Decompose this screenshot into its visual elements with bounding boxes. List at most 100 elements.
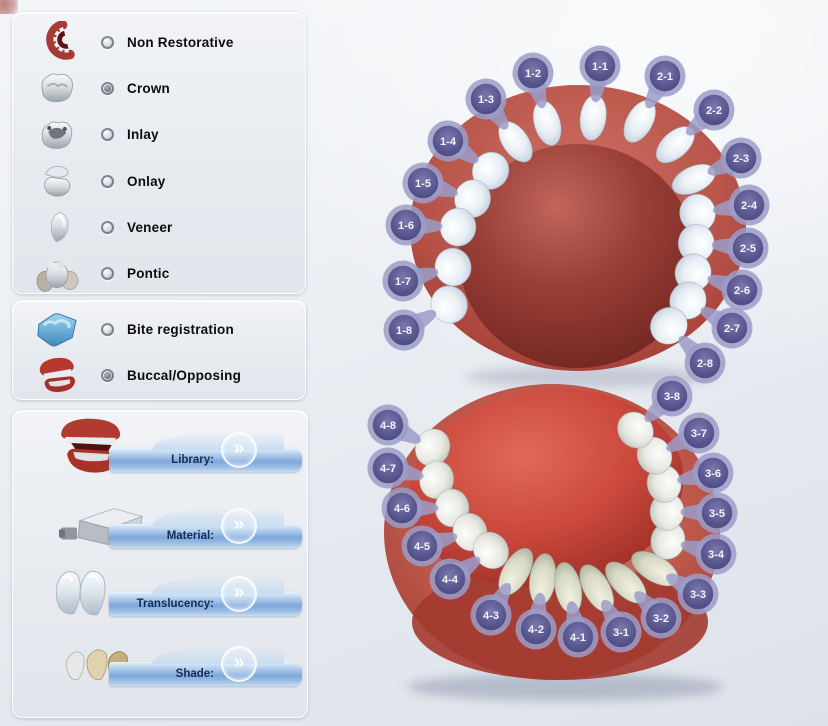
tooth-badge-1-3[interactable]: 1-3 [457,70,523,140]
translucency-expand-icon[interactable]: » [221,576,257,612]
tooth-badge-3-7[interactable]: 3-7 [657,405,726,467]
tooth-badge-4-3[interactable]: 4-3 [463,573,527,643]
pontic-radio[interactable] [101,267,114,281]
tooth-badge-label: 1-6 [398,220,414,232]
tooth-badge-label: 3-2 [653,613,669,625]
material-button[interactable]: Material: [109,508,302,548]
translucency-button[interactable]: Translucency: [109,576,302,616]
option-onlay[interactable]: Onlay [13,158,305,204]
tooth-badge-1-2[interactable]: 1-2 [508,48,563,114]
tooth-badge-2-5[interactable]: 2-5 [710,224,771,270]
veneer-label: Veneer [127,219,173,235]
lower-teeth [414,411,686,615]
tooth-badge-label: 4-6 [394,503,410,515]
lower-jaw-model [384,384,723,701]
veneer-radio[interactable] [101,220,114,234]
option-crown[interactable]: Crown [13,65,305,111]
tooth-badge-label: 4-5 [414,541,430,553]
tooth-badge-2-4[interactable]: 2-4 [710,182,773,231]
tooth-badge-4-1[interactable]: 4-1 [551,597,602,661]
non-restorative-radio[interactable] [101,35,114,49]
bite-registration-label: Bite registration [127,321,234,337]
tooth-badge-1-1[interactable]: 1-1 [575,43,623,105]
buccal-opposing-icon [13,353,101,397]
tooth-badge-label: 1-7 [395,276,411,288]
parameters-panel: Library: » Material: » Translucency: [12,410,308,718]
option-bite-registration[interactable]: Bite registration [13,306,305,352]
tooth-badge-label: 2-6 [734,285,750,297]
tooth-badge-label: 2-3 [733,153,749,165]
crown-icon [13,69,101,107]
upper-jaw-model [410,85,746,388]
tooth-badge-1-5[interactable]: 1-5 [397,157,464,213]
inlay-radio[interactable] [101,128,114,142]
library-button-label: Library: [171,454,214,466]
tooth-badge-label: 4-7 [380,463,396,475]
tooth-badge-label: 3-6 [705,468,721,480]
crown-radio[interactable] [101,81,114,95]
tooth-badge-3-8[interactable]: 3-8 [631,367,701,436]
tooth-badge-2-1[interactable]: 2-1 [629,48,693,118]
tooth-badge-4-4[interactable]: 4-4 [421,541,491,607]
tooth-badge-3-2[interactable]: 3-2 [621,578,690,647]
shade-button-label: Shade: [175,668,214,680]
tooth-badge-4-2[interactable]: 4-2 [513,590,561,652]
buccal-opposing-radio[interactable] [101,368,114,382]
onlay-label: Onlay [127,173,166,189]
option-non-restorative[interactable]: Non Restorative [13,19,305,65]
tooth-badge-3-1[interactable]: 3-1 [585,590,649,660]
tooth-badge-2-8[interactable]: 2-8 [665,323,734,392]
tooth-badge-3-3[interactable]: 3-3 [656,558,726,622]
library-button[interactable]: Library: [109,432,302,472]
tooth-badge-1-4[interactable]: 1-4 [419,112,489,178]
pontic-icon [13,254,101,294]
option-veneer[interactable]: Veneer [13,204,305,250]
tooth-badge-label: 3-1 [613,627,629,639]
tooth-badge-2-3[interactable]: 2-3 [699,131,768,192]
tooth-badge-1-6[interactable]: 1-6 [385,204,444,247]
onlay-radio[interactable] [101,174,114,188]
tooth-badge-label: 2-8 [697,358,713,370]
tooth-badge-2-6[interactable]: 2-6 [701,258,768,316]
onlay-icon [13,160,101,202]
tooth-badge-label: 2-1 [657,71,673,83]
tooth-badge-label: 4-2 [528,624,544,636]
shade-button[interactable]: Shade: [109,646,302,686]
material-expand-icon[interactable]: » [221,508,257,544]
tooth-badge-4-6[interactable]: 4-6 [381,487,439,529]
tooth-badge-label: 2-2 [706,105,722,117]
inlay-label: Inlay [127,127,159,143]
option-pontic[interactable]: Pontic [13,250,305,296]
library-icon [53,415,139,484]
restoration-type-panel: Non Restorative Crown Inlay [12,12,306,294]
option-buccal-opposing[interactable]: Buccal/Opposing [13,352,305,398]
tooth-badge-label: 2-5 [740,243,756,255]
option-inlay[interactable]: Inlay [13,112,305,158]
lower-tooth-badges: 4-8 4-7 4-6 4-54-44-34-2 4-1 3-1 3-23-33-4 3-5 3… [360,367,741,661]
tooth-badge-4-7[interactable]: 4-7 [363,443,428,496]
pontic-label: Pontic [127,266,170,282]
tooth-badge-label: 1-1 [592,61,608,73]
tooth-badge-2-7[interactable]: 2-7 [690,291,760,356]
tooth-badge-label: 3-7 [691,428,707,440]
tooth-badge-2-2[interactable]: 2-2 [673,81,743,150]
library-expand-icon[interactable]: » [221,432,257,468]
mouth-icon [13,21,101,63]
translucency-icon [47,567,119,626]
inlay-icon [13,116,101,154]
tooth-badge-1-8[interactable]: 1-8 [376,294,446,358]
bite-registration-radio[interactable] [101,322,114,336]
tooth-badge-label: 1-3 [478,94,494,106]
tooth-badge-3-4[interactable]: 3-4 [675,524,741,579]
upper-tooth-badges: 1-1 1-2 1-3 1-41-5 1-6 1-7 1-8 2-1 2-2 2-3 2-4 2-5 2… [376,43,773,392]
tooth-badge-4-8[interactable]: 4-8 [360,397,429,459]
tooth-badge-label: 1-5 [415,178,431,190]
tooth-badge-label: 3-5 [709,508,725,520]
tooth-badge-3-6[interactable]: 3-6 [673,449,737,501]
tooth-badge-1-7[interactable]: 1-7 [378,251,444,306]
bite-registration-icon [13,308,101,350]
tooth-badge-3-5[interactable]: 3-5 [680,491,738,534]
tooth-badge-4-5[interactable]: 4-5 [397,516,463,571]
tooth-badge-label: 4-1 [570,632,586,644]
shade-expand-icon[interactable]: » [221,646,257,682]
